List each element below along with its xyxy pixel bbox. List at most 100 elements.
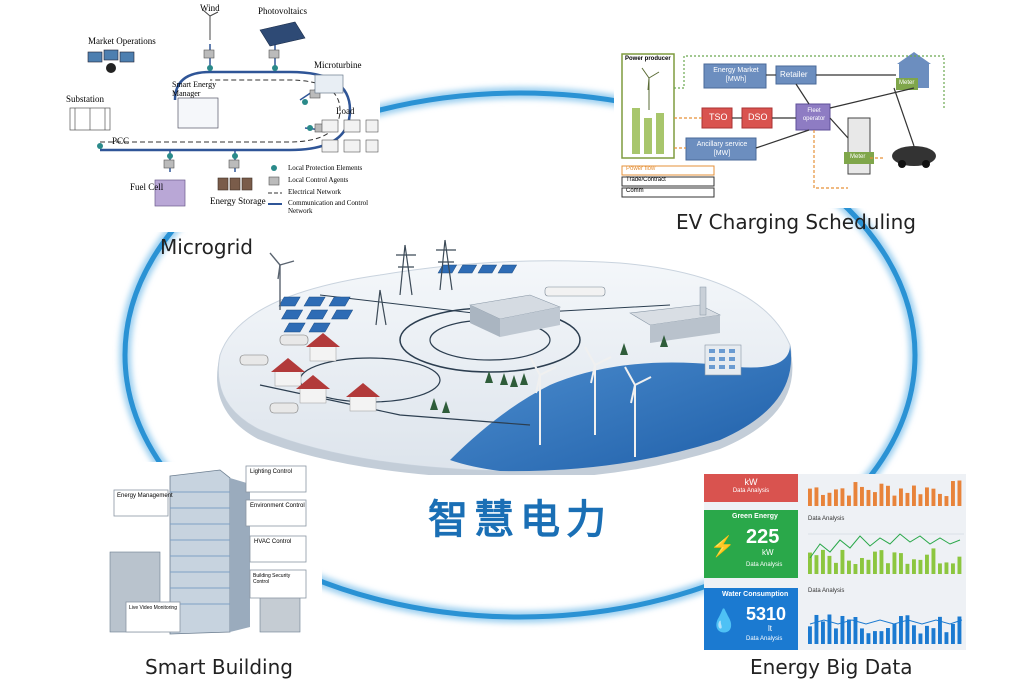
- smart-grid-city-illustration: [217, 239, 793, 475]
- dashboard-bar: [899, 488, 903, 506]
- dashboard-bar: [860, 557, 864, 574]
- dashboard-bar: [814, 614, 819, 644]
- dashboard-bar: [931, 548, 936, 574]
- energy-big-data-panel: kW Data Analysis Green Energy ⚡ 225 kW D…: [704, 474, 966, 650]
- dashboard-bar: [905, 492, 910, 506]
- dashboard-bar: [944, 562, 949, 574]
- dashboard-bar: [931, 488, 936, 506]
- card-top-sub: Data Analysis: [732, 488, 770, 494]
- water-drop-icon: 💧: [710, 608, 738, 633]
- label-fleet-operator: Fleet operator: [802, 108, 826, 122]
- dashboard-bar: [873, 631, 877, 644]
- dashboard-bar: [814, 555, 819, 574]
- dashboard-bar: [860, 486, 864, 506]
- dashboard-bar: [899, 616, 903, 644]
- dashboard-bar: [912, 625, 916, 644]
- label-dso: DSO: [748, 112, 768, 122]
- dashboard-bar: [951, 563, 955, 574]
- bolt-icon: ⚡: [710, 536, 735, 558]
- dashboard-bar: [957, 556, 962, 574]
- green-energy-unit: kW: [762, 548, 774, 557]
- label-load: Load: [336, 106, 355, 116]
- dashboard-bar: [912, 559, 916, 574]
- label-energy-management: Energy Management: [117, 493, 173, 499]
- dashboard-bar: [905, 615, 910, 644]
- bigdata-charts: [808, 480, 964, 644]
- water-sub: Data Analysis: [746, 636, 783, 642]
- dashboard-bar: [938, 563, 942, 574]
- dashboard-bar: [912, 485, 916, 506]
- label-tso: TSO: [709, 112, 728, 122]
- dashboard-bar: [827, 614, 832, 644]
- ev-charging-panel: Power producer Energy Market [MWh] Retai…: [614, 48, 954, 208]
- dashboard-bar: [931, 628, 936, 644]
- green-energy-title: Green Energy: [732, 513, 778, 520]
- ev-legend-comm: Comm: [626, 188, 644, 194]
- dashboard-bar: [938, 616, 942, 644]
- card-top: kW Data Analysis: [704, 474, 798, 502]
- dashboard-bar: [847, 619, 851, 644]
- label-power-producer: Power producer: [625, 56, 671, 62]
- dashboard-bar: [834, 562, 838, 574]
- card-green-energy: Green Energy ⚡ 225 kW Data Analysis: [704, 510, 798, 578]
- microgrid-panel: Market Operations Wind Photovoltaics Sub…: [60, 0, 380, 232]
- dashboard-bar: [840, 615, 845, 644]
- label-photovoltaics: Photovoltaics: [258, 6, 307, 16]
- dashboard-bar: [847, 560, 851, 574]
- dashboard-bar: [925, 625, 929, 644]
- label-retailer: Retailer: [780, 70, 808, 79]
- center-title: 智慧电力: [428, 497, 612, 543]
- dashboard-bar: [957, 480, 962, 506]
- dashboard-bar: [834, 628, 838, 644]
- dashboard-bar: [860, 628, 864, 644]
- water-value: 5310: [746, 604, 787, 624]
- label-meter-charger: Meter: [850, 154, 866, 160]
- dashboard-bar: [866, 633, 871, 644]
- dashboard-bar: [834, 489, 838, 506]
- label-live-video: Live Video Monitoring: [129, 605, 177, 611]
- label-energy-market: Energy Market [MWh]: [713, 67, 759, 83]
- label-wind: Wind: [200, 3, 220, 13]
- dashboard-bar: [808, 488, 812, 506]
- dashboard-bar: [879, 550, 884, 574]
- dashboard-bar: [951, 623, 955, 644]
- label-fuel-cell: Fuel Cell: [130, 182, 164, 192]
- card-water-consumption: Water Consumption 💧 5310 lt Data Analysi…: [704, 588, 798, 650]
- microgrid-legend-3: Electrical Network: [288, 188, 342, 196]
- dashboard-bar: [892, 552, 897, 574]
- chart-title-2: Data Analysis: [808, 588, 845, 594]
- ev-flow-diagram: [621, 52, 945, 198]
- microgrid-legend-4: Communication and Control Network: [288, 199, 369, 215]
- microgrid-network-lines: [69, 9, 379, 207]
- dashboard-bar: [938, 493, 942, 506]
- dashboard-bar: [957, 616, 962, 644]
- smart-building-illustration: [109, 465, 307, 635]
- ev-caption: EV Charging Scheduling: [676, 210, 916, 234]
- green-energy-value: 225: [746, 526, 780, 548]
- label-microturbine: Microturbine: [314, 60, 362, 70]
- label-lighting-control: Lighting Control: [250, 469, 293, 475]
- dashboard-bar: [866, 559, 871, 574]
- label-ancillary-service: Ancillary service [MW]: [696, 141, 748, 157]
- label-market-operations: Market Operations: [88, 36, 156, 46]
- dashboard-bar: [918, 559, 923, 574]
- dashboard-bar: [886, 485, 890, 506]
- dashboard-bar: [853, 482, 858, 506]
- dashboard-bar: [827, 492, 832, 506]
- ev-legend-trade: Trade/Contract: [626, 177, 666, 183]
- smart-building-caption: Smart Building: [145, 655, 293, 679]
- label-substation: Substation: [66, 94, 105, 104]
- microgrid-legend-2: Local Control Agents: [288, 176, 349, 184]
- green-energy-sub: Data Analysis: [746, 562, 783, 568]
- chart-title-1: Data Analysis: [808, 516, 845, 522]
- dashboard-bar: [853, 564, 858, 574]
- dashboard-bar: [899, 553, 903, 574]
- dashboard-bar: [918, 494, 923, 506]
- dashboard-bar: [873, 492, 877, 506]
- water-title: Water Consumption: [722, 591, 789, 598]
- label-meter-house: Meter: [899, 80, 915, 86]
- dashboard-bar: [925, 487, 929, 506]
- water-unit: lt: [768, 624, 772, 633]
- energy-big-data-caption: Energy Big Data: [750, 655, 913, 679]
